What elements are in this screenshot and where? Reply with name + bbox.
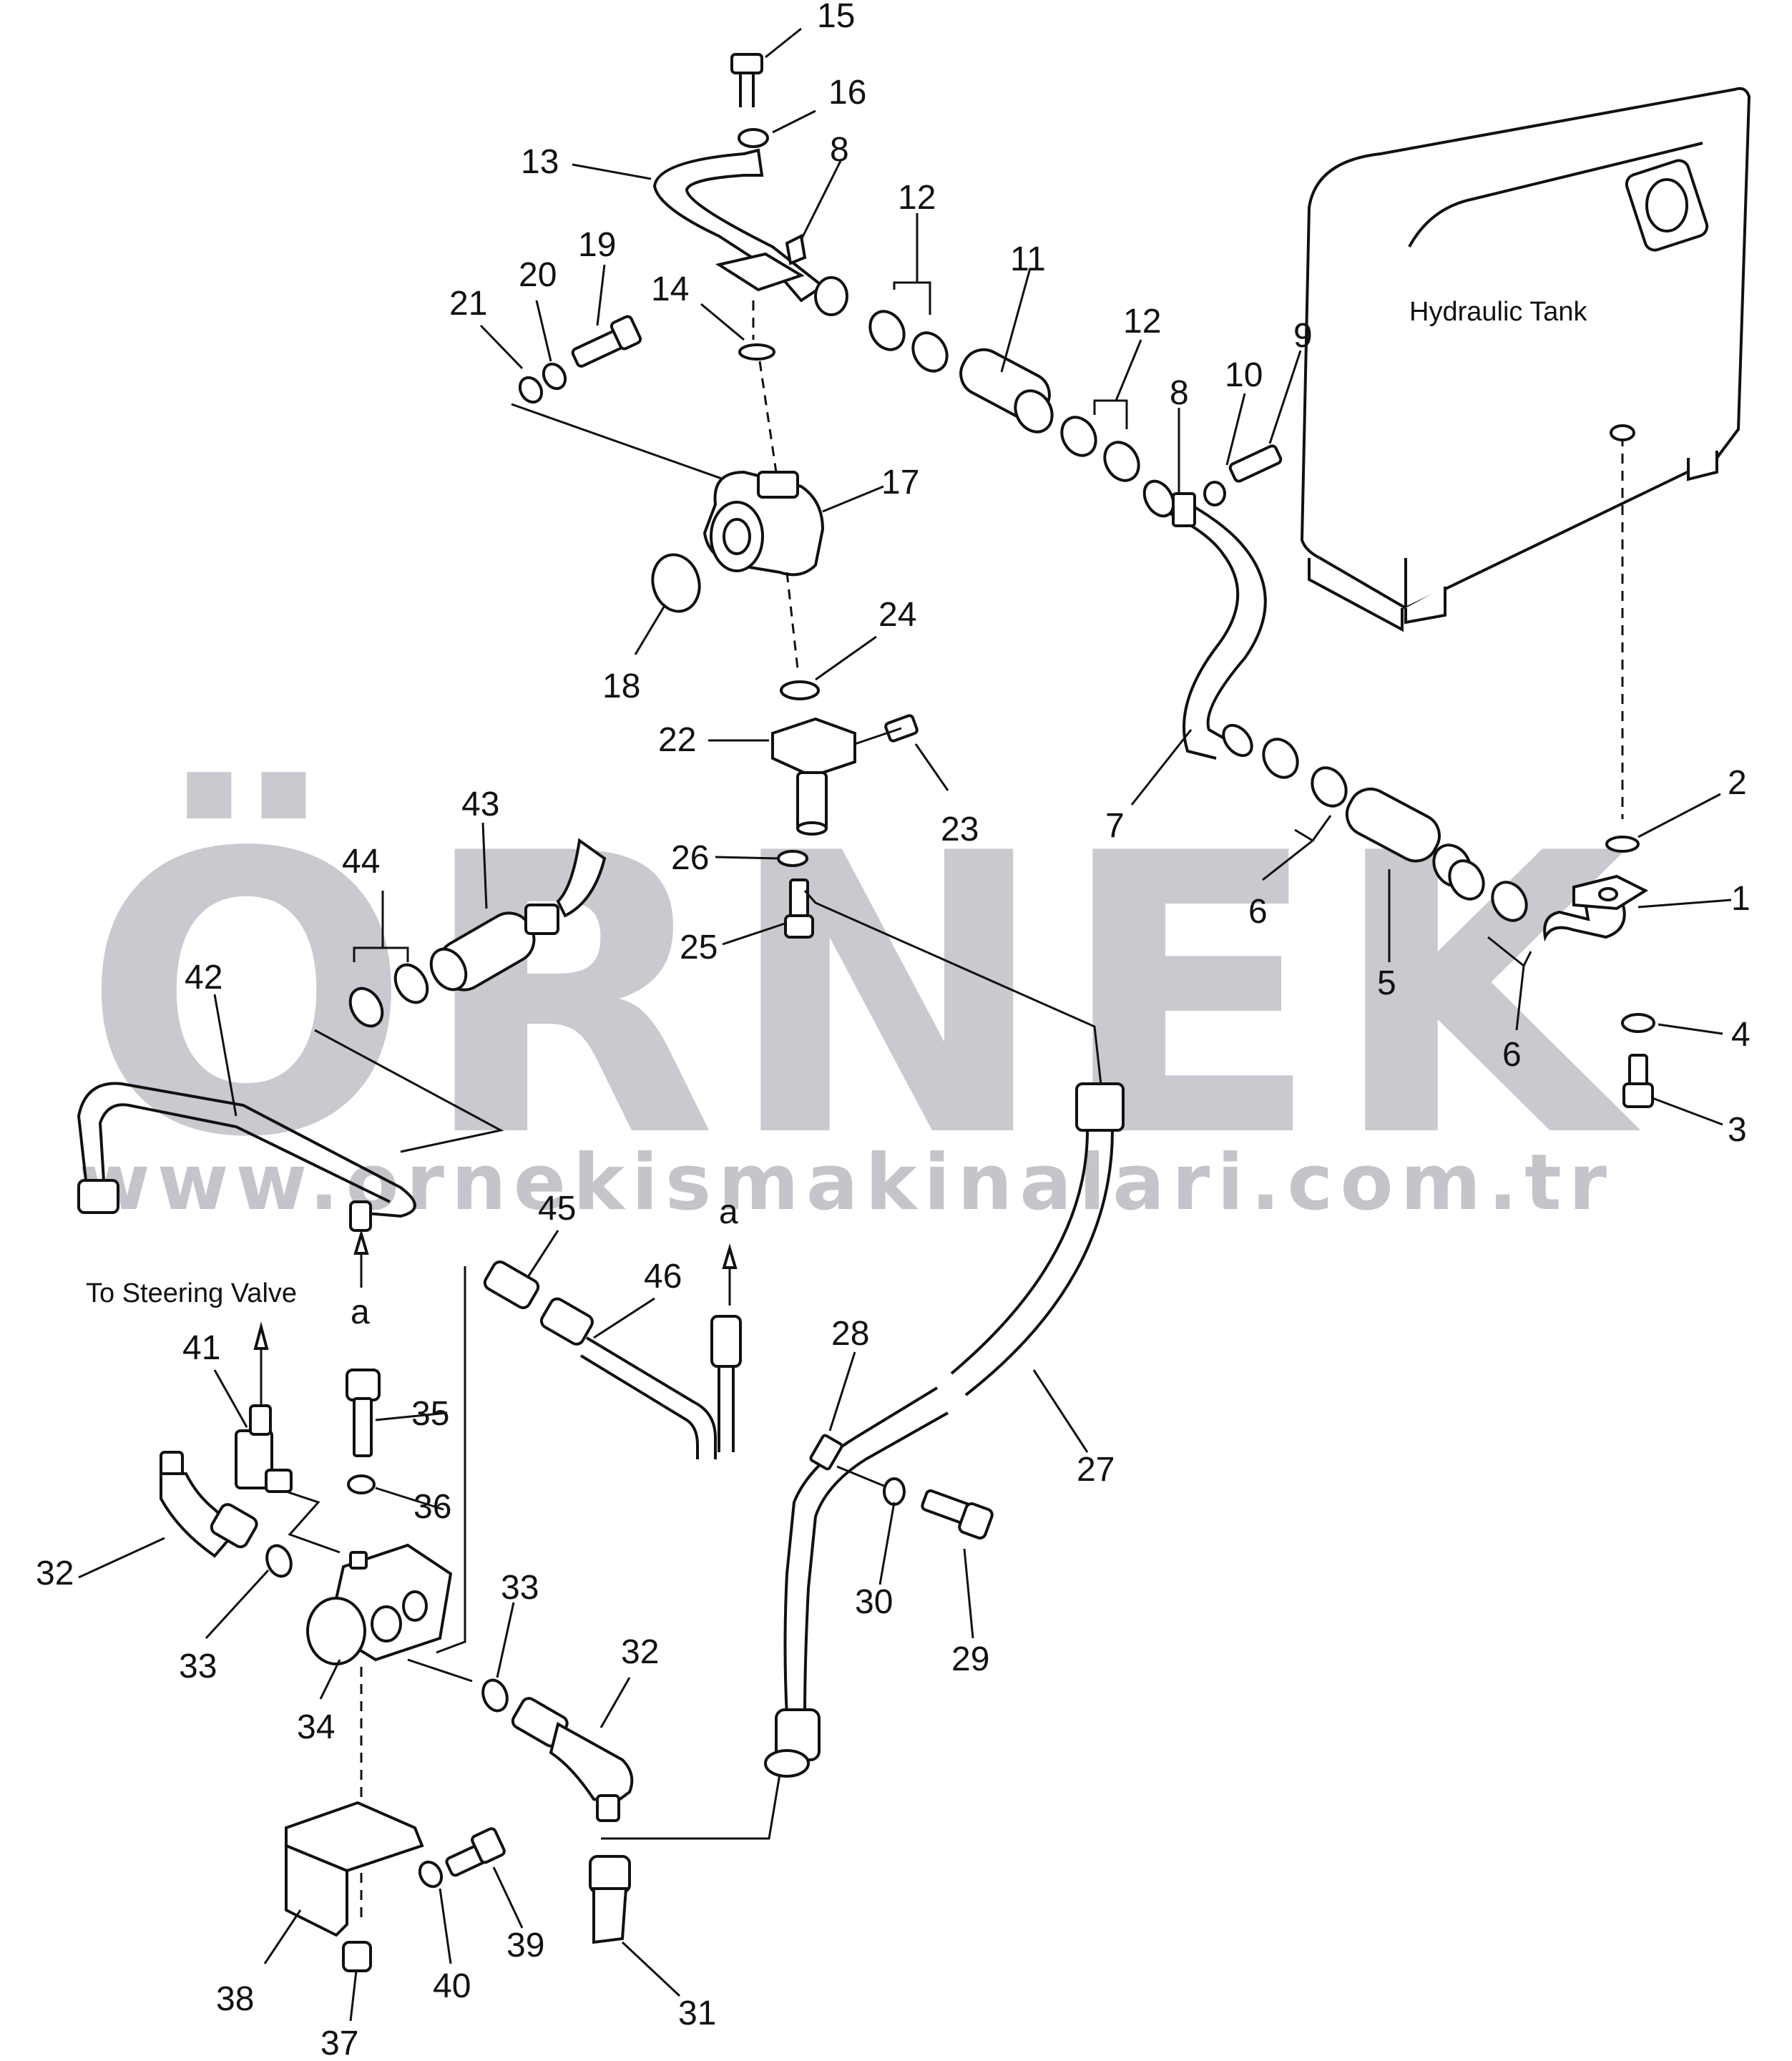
callout-32b: 32 — [621, 1633, 659, 1671]
callout-39: 39 — [506, 1927, 544, 1964]
callout-25: 25 — [680, 929, 718, 966]
callout-6a: 6 — [1248, 893, 1268, 931]
hydraulic-tank: Hydraulic Tank — [1300, 87, 1751, 632]
callout-6b: 6 — [1502, 1036, 1522, 1074]
callout-19: 19 — [578, 226, 616, 264]
callout-40: 40 — [433, 1967, 471, 2005]
arrow-a-upper-label: a — [719, 1193, 738, 1231]
callout-12b: 12 — [1123, 303, 1161, 341]
callout-28: 28 — [831, 1315, 869, 1353]
bolt-35-group — [346, 1369, 381, 1494]
callout-34: 34 — [297, 1708, 335, 1746]
callout-1: 1 — [1731, 880, 1751, 918]
callout-32a: 32 — [36, 1555, 74, 1592]
callout-4: 4 — [1731, 1016, 1751, 1054]
callout-14: 14 — [651, 270, 689, 308]
callout-8a: 8 — [830, 131, 849, 169]
callout-27: 27 — [1077, 1451, 1115, 1489]
callout-24: 24 — [878, 596, 916, 634]
elbow-1 — [1543, 836, 1655, 1108]
arrow-a-lower-label: a — [351, 1293, 370, 1331]
hose-43-group — [314, 838, 607, 1153]
callout-37: 37 — [320, 2025, 358, 2061]
callout-15: 15 — [817, 0, 855, 35]
callout-18: 18 — [602, 667, 640, 705]
callout-17: 17 — [881, 464, 919, 501]
callout-35: 35 — [411, 1395, 449, 1433]
callout-30: 30 — [855, 1583, 893, 1621]
bracket-38 — [285, 1801, 506, 1972]
callout-45: 45 — [538, 1190, 576, 1228]
callout-5: 5 — [1377, 964, 1396, 1002]
hose-5-group — [1262, 738, 1528, 922]
callout-2: 2 — [1728, 764, 1747, 802]
steering-label: To Steering Valve — [86, 1278, 297, 1308]
callout-31: 31 — [678, 1994, 716, 2032]
callout-20: 20 — [519, 256, 557, 294]
callout-44: 44 — [342, 843, 380, 881]
callout-29: 29 — [951, 1640, 989, 1678]
tube-46 — [483, 1260, 742, 1459]
left-fitting-32: To Steering Valve — [86, 1278, 297, 1558]
callout-21: 21 — [449, 285, 487, 323]
callout-33b: 33 — [501, 1569, 539, 1607]
callout-11: 11 — [1010, 240, 1046, 278]
callout-42: 42 — [185, 959, 222, 997]
flange-22 — [771, 714, 919, 939]
callout-23: 23 — [941, 811, 979, 848]
callout-9: 9 — [1293, 317, 1313, 355]
hose-11-group — [868, 310, 1140, 482]
callout-26: 26 — [671, 839, 709, 877]
watermark-url: www.ornekismakinalari.com.tr — [79, 1138, 1614, 1228]
tank-label: Hydraulic Tank — [1409, 297, 1588, 327]
callout-46: 46 — [644, 1258, 682, 1296]
bolt-29-group — [883, 1477, 994, 1539]
leader-lines — [78, 27, 1732, 2022]
fitting-31 — [589, 1773, 781, 1944]
bolt-19-group — [511, 315, 745, 488]
callout-8b: 8 — [1170, 374, 1189, 412]
pump-17 — [651, 470, 825, 700]
callout-7: 7 — [1105, 807, 1125, 845]
callout-12a: 12 — [898, 179, 936, 217]
callout-41: 41 — [182, 1329, 220, 1367]
arrow-a-lower: a — [351, 1228, 370, 1331]
right-fitting-32 — [407, 1658, 634, 1822]
arrow-a-upper: a — [719, 1193, 738, 1306]
pipe-7 — [1142, 444, 1283, 760]
valve-block-34 — [306, 1543, 453, 1917]
callout-36: 36 — [413, 1488, 451, 1526]
callout-33a: 33 — [179, 1648, 217, 1685]
callout-10: 10 — [1225, 356, 1263, 394]
callout-43: 43 — [461, 785, 499, 823]
callout-16: 16 — [828, 74, 866, 112]
suction-pipe-13 — [652, 53, 848, 473]
callout-3: 3 — [1728, 1111, 1747, 1149]
pipe-42 — [77, 1082, 416, 1232]
hose-27 — [764, 890, 1125, 1778]
callout-38: 38 — [216, 1980, 254, 2018]
callout-22: 22 — [658, 721, 696, 759]
callout-numbers: 15 16 13 8 12 11 12 21 20 19 14 9 10 8 1… — [36, 0, 1751, 2061]
callout-13: 13 — [521, 143, 559, 181]
